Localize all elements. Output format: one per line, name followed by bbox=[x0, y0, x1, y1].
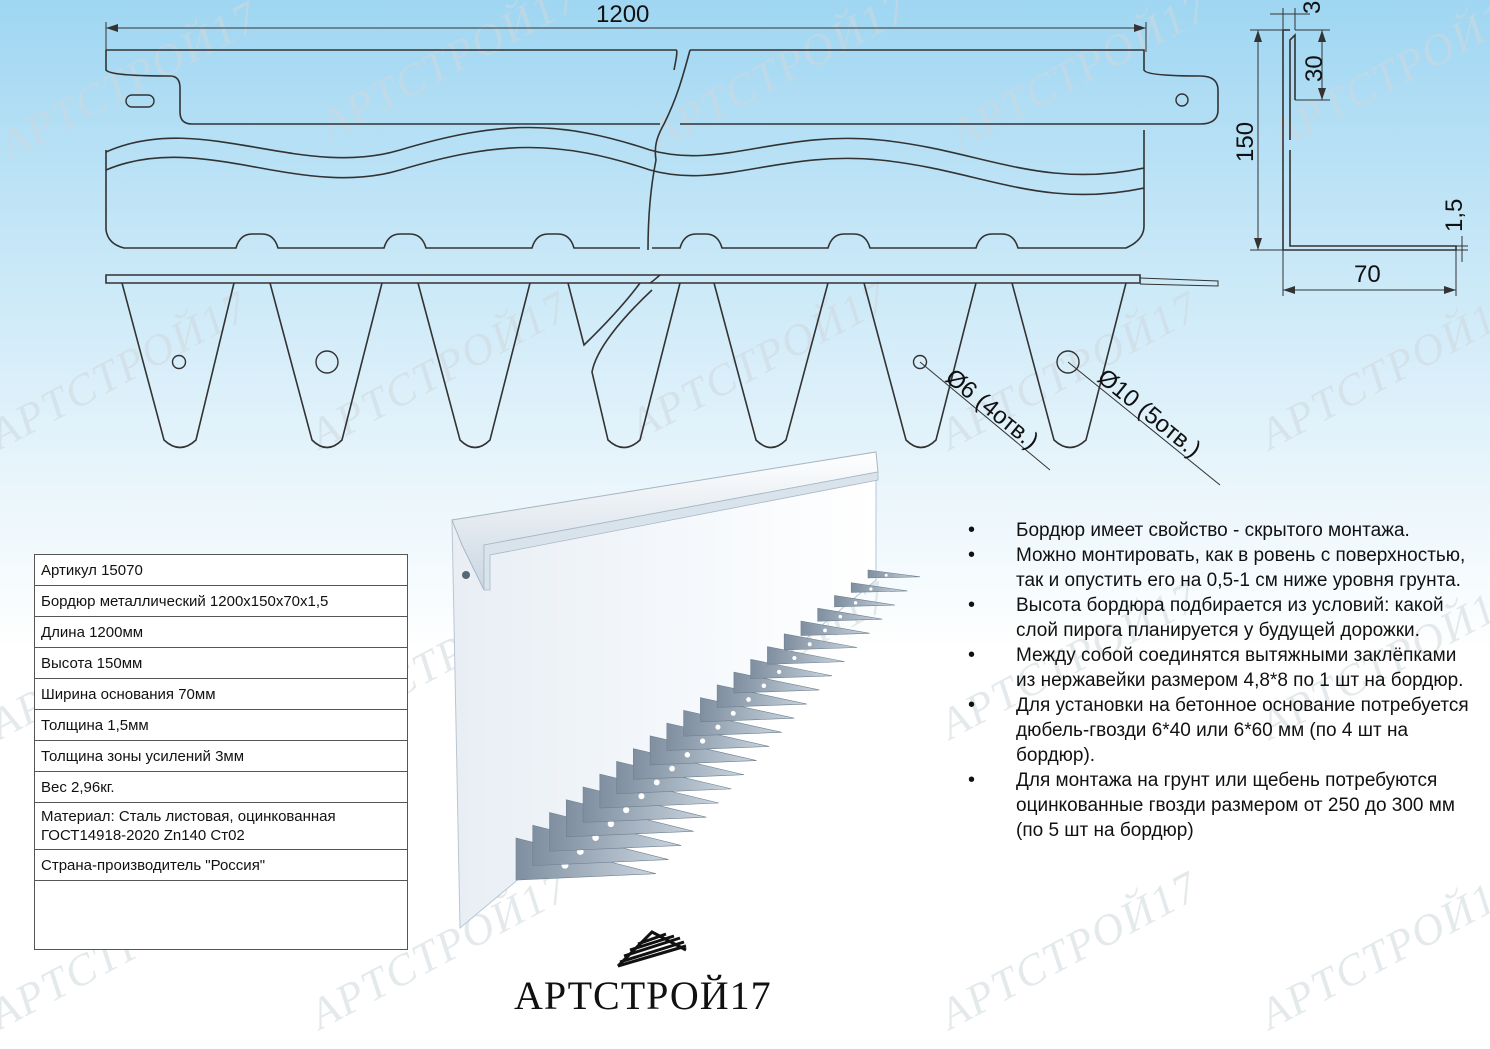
render-tooth bbox=[850, 582, 908, 593]
bullet-icon: • bbox=[968, 769, 976, 791]
list-item: • Для установки на бетонное основание пот… bbox=[962, 693, 1472, 768]
render-tooth-hole bbox=[592, 834, 599, 841]
table-row: Высота 150мм bbox=[34, 647, 408, 679]
spec-cell: Артикул 15070 bbox=[34, 554, 408, 586]
render-tooth-hole bbox=[607, 820, 615, 828]
render-tooth bbox=[800, 620, 870, 636]
front-elevation bbox=[105, 22, 1221, 486]
watermark-text: АРТСТРОЙ17 bbox=[939, 0, 1218, 160]
render-tooth-hole bbox=[776, 669, 782, 675]
bullet-icon: • bbox=[968, 594, 976, 616]
spec-empty-cell bbox=[34, 880, 408, 950]
render-tooth bbox=[783, 633, 858, 651]
table-row: Бордюр металлический 1200x150x70x1,5 bbox=[34, 585, 408, 617]
render-tooth-hole bbox=[669, 765, 675, 772]
render-tooth-hole bbox=[623, 806, 630, 814]
dim-base-label: 70 bbox=[1354, 261, 1381, 288]
table-row: Длина 1200мм bbox=[34, 616, 408, 648]
render-tooth-hole bbox=[653, 779, 660, 786]
note-text: Можно монтировать, как в ровень с поверх… bbox=[1016, 545, 1466, 591]
dim-length-label: 1200 bbox=[596, 1, 649, 28]
note-text: Бордюр имеет свойство - скрытого монтажа… bbox=[1016, 520, 1410, 541]
spec-cell: Длина 1200мм bbox=[34, 616, 408, 648]
watermark-text: АРТСТРОЙ17 bbox=[639, 0, 918, 160]
bullet-icon: • bbox=[968, 644, 976, 666]
watermark-text: АРТСТРОЙ17 bbox=[929, 860, 1208, 1040]
spec-cell: Толщина зоны усилений 3мм bbox=[34, 740, 408, 772]
render-tooth-hole bbox=[853, 601, 858, 605]
table-row: Толщина зоны усилений 3мм bbox=[34, 740, 408, 772]
bullet-icon: • bbox=[968, 544, 976, 566]
bullet-icon: • bbox=[968, 519, 976, 541]
spec-cell: Толщина 1,5мм bbox=[34, 709, 408, 741]
render-tooth-hole bbox=[761, 683, 767, 688]
render-tooth-hole bbox=[869, 587, 873, 591]
spec-standard: ГОСТ14918-2020 Zn140 Ст02 bbox=[41, 827, 245, 844]
table-row bbox=[34, 880, 408, 950]
dim-thickness-label: 1,5 bbox=[1441, 199, 1468, 232]
side-profile bbox=[1250, 8, 1468, 296]
notes-list: • Бордюр имеет свойство - скрытого монтаж… bbox=[962, 518, 1472, 843]
spec-cell: Страна-производитель "Россия" bbox=[34, 849, 408, 881]
table-row: Вес 2,96кг. bbox=[34, 771, 408, 803]
table-row: Ширина основания 70мм bbox=[34, 678, 408, 710]
note-text: Для монтажа на грунт или щебень потребую… bbox=[1016, 770, 1455, 841]
table-row: Страна-производитель "Россия" bbox=[34, 849, 408, 881]
dim-height-label: 150 bbox=[1232, 122, 1259, 162]
brand-logo-icon bbox=[616, 930, 687, 968]
render-tooth-hole bbox=[700, 738, 706, 744]
render-tooth-hole bbox=[884, 573, 888, 577]
list-item: • Высота бордюра подбирается из условий: … bbox=[962, 593, 1472, 643]
render-tooth bbox=[767, 646, 845, 665]
watermark-text: АРТСТРОЙ17 bbox=[299, 280, 578, 460]
list-item: • Между собой соединятся вытяжными заклёп… bbox=[962, 643, 1472, 693]
render-tooth-hole bbox=[823, 628, 827, 633]
render-tooth-hole bbox=[746, 697, 751, 702]
spec-table: Артикул 15070 Бордюр металлический 1200x… bbox=[34, 554, 408, 950]
spec-material: Материал: Сталь листовая, оцинкованная bbox=[41, 808, 336, 825]
watermark-text: АРТСТРОЙ17 bbox=[1249, 280, 1490, 460]
render-teeth bbox=[515, 569, 921, 881]
list-item: • Бордюр имеет свойство - скрытого монтаж… bbox=[962, 518, 1472, 543]
note-text: Высота бордюра подбирается из условий: к… bbox=[1016, 595, 1444, 641]
render-tooth bbox=[817, 607, 883, 622]
spec-cell: Бордюр металлический 1200x150x70x1,5 bbox=[34, 585, 408, 617]
render-tooth-hole bbox=[684, 752, 691, 758]
brand-name: АРТСТРОЙ17 bbox=[514, 973, 772, 1018]
render-tooth-hole bbox=[792, 656, 797, 661]
bullet-icon: • bbox=[968, 694, 976, 716]
watermark-text: АРТСТРОЙ17 bbox=[0, 0, 267, 170]
render-tooth-hole bbox=[807, 642, 812, 647]
watermark-text: АРТСТРОЙ17 bbox=[1249, 860, 1490, 1040]
dim-reinforce-label: 30 bbox=[1301, 55, 1328, 82]
dim-top-label: 3 bbox=[1299, 1, 1326, 14]
table-row: Толщина 1,5мм bbox=[34, 709, 408, 741]
watermark-text: АРТСТРОЙ17 bbox=[1259, 0, 1490, 160]
spec-cell: Вес 2,96кг. bbox=[34, 771, 408, 803]
render-tooth-hole bbox=[638, 793, 645, 800]
hole-large-label: Ø10 (5отв.) bbox=[1092, 364, 1206, 463]
spec-cell: Высота 150мм bbox=[34, 647, 408, 679]
product-render bbox=[451, 451, 921, 930]
render-tooth-hole bbox=[715, 724, 721, 730]
render-tooth bbox=[834, 595, 895, 608]
table-row: Артикул 15070 bbox=[34, 554, 408, 586]
note-text: Для установки на бетонное основание потр… bbox=[1016, 695, 1469, 766]
render-tooth bbox=[867, 569, 921, 579]
render-tooth-hole bbox=[838, 614, 843, 619]
spec-cell: Ширина основания 70мм bbox=[34, 678, 408, 710]
list-item: • Для монтажа на грунт или щебень потребу… bbox=[962, 768, 1472, 843]
note-text: Между собой соединятся вытяжными заклёпк… bbox=[1016, 645, 1464, 691]
list-item: • Можно монтировать, как в ровень с повер… bbox=[962, 543, 1472, 593]
render-tooth-hole bbox=[730, 710, 736, 716]
